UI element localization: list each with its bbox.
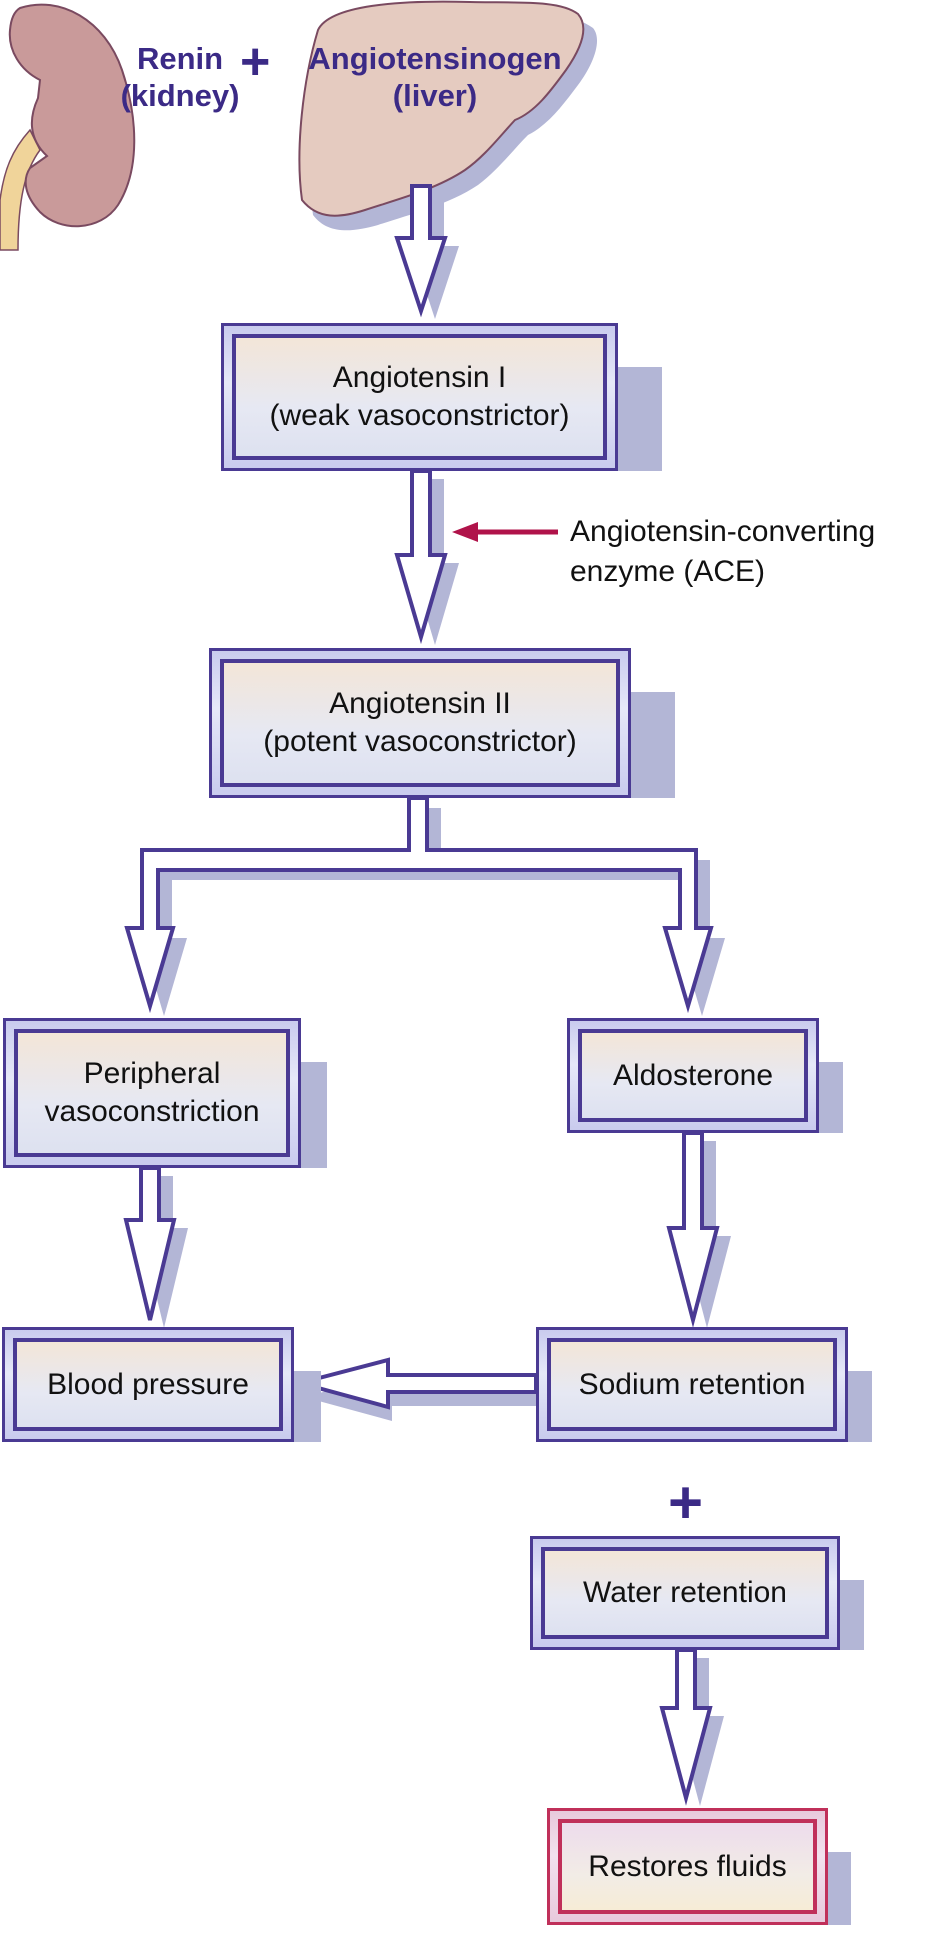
angiotensinogen-name: Angiotensinogen (308, 41, 562, 76)
arrow-angiotensin-ii-branch (124, 796, 714, 1014)
node-title: Blood pressure (47, 1367, 249, 1401)
node-title: Restores fluids (588, 1849, 787, 1883)
renin-name: Renin (136, 41, 224, 76)
arrow-peripheral-to-blood-pressure (123, 1166, 177, 1321)
renin-label: Renin (kidney) (110, 40, 250, 114)
arrow-sodium-to-blood-pressure (292, 1357, 538, 1410)
renin-source: (kidney) (120, 78, 240, 113)
node-sodium-retention: Sodium retention (536, 1327, 872, 1442)
node-subtitle: (weak vasoconstrictor) (269, 399, 570, 432)
node-subtitle: vasoconstriction (44, 1095, 260, 1128)
angiotensinogen-label: Angiotensinogen (liver) (285, 40, 585, 114)
ace-arrow (452, 522, 558, 542)
node-title: Peripheral (83, 1057, 221, 1090)
ace-label-line1: Angiotensin-converting (570, 515, 876, 548)
node-title: Sodium retention (578, 1367, 806, 1401)
node-title: Angiotensin I (332, 361, 507, 394)
plus-icon: + (668, 1469, 704, 1536)
node-subtitle: (potent vasoconstrictor) (263, 725, 577, 758)
ace-label: Angiotensin-converting enzyme (ACE) (570, 512, 875, 592)
liver-icon (298, 0, 598, 231)
arrow-branch-shadow (141, 808, 725, 1016)
node-angiotensin-i: Angiotensin I (weak vasoconstrictor) (221, 323, 662, 471)
arrow-angiotensin-i-to-ii (394, 469, 448, 645)
node-title: Aldosterone (612, 1058, 774, 1092)
node-water-retention: Water retention (530, 1536, 864, 1650)
node-restores-fluids: Restores fluids (547, 1808, 851, 1925)
ace-label-line2: enzyme (ACE) (570, 555, 766, 588)
angiotensinogen-source: (liver) (392, 78, 478, 113)
plus-icon: + (240, 33, 271, 91)
node-title: Angiotensin II (329, 687, 511, 720)
arrow-aldosterone-to-sodium (666, 1131, 720, 1328)
node-blood-pressure: Blood pressure (2, 1327, 321, 1442)
node-peripheral-vasoconstriction: Peripheral vasoconstriction (3, 1018, 327, 1168)
node-aldosterone: Aldosterone (567, 1018, 843, 1133)
arrow-angiotensinogen-to-angiotensin-i (394, 184, 448, 318)
node-angiotensin-ii: Angiotensin II (potent vasoconstrictor) (209, 648, 675, 798)
kidney-icon (0, 3, 136, 251)
arrow-water-to-restores (659, 1648, 713, 1806)
node-title: Water retention (583, 1576, 787, 1609)
